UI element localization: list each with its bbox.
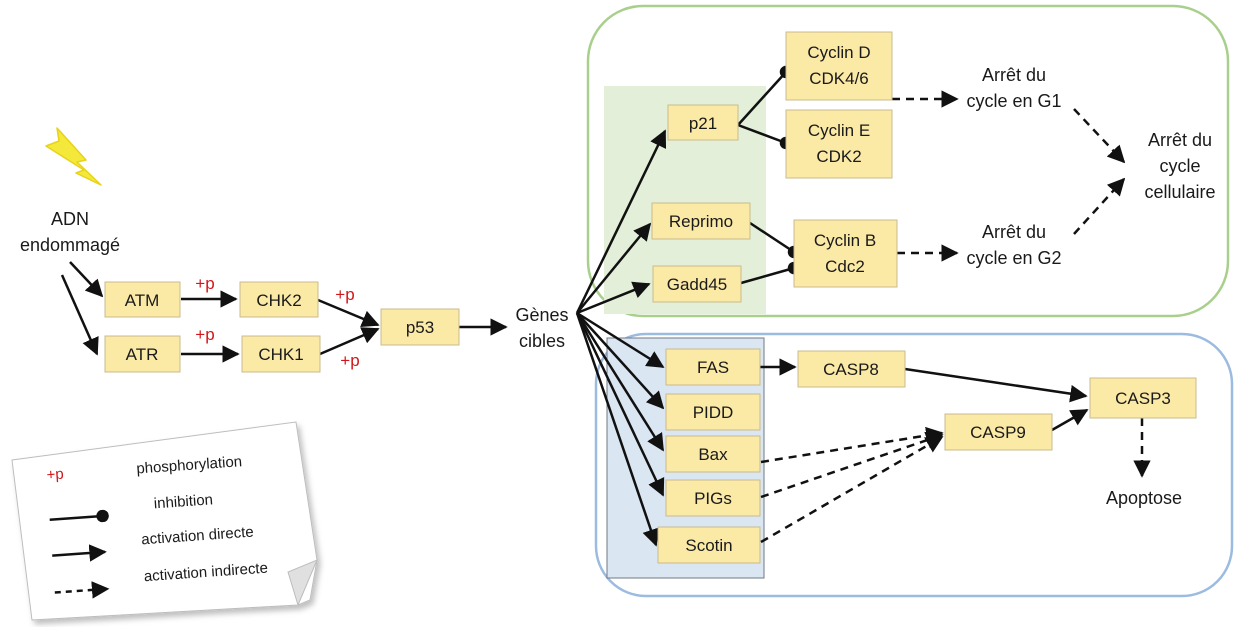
label-cyclin-b-1: Cyclin B [814,231,876,250]
legend-paper [11,421,318,621]
genes-label-1: Gènes [515,305,568,325]
label-gadd45: Gadd45 [667,275,728,294]
label-cyclin-e-1: Cyclin E [808,121,870,140]
edge-genes-fas [576,311,665,369]
edge-g2-arrest [1073,177,1126,235]
edge-g1-arrest [1073,108,1126,164]
edge-casp9-casp3 [1051,408,1089,432]
edge-genes-bax [575,312,665,452]
edge-genes-pigs [575,312,665,497]
node-cyclin-b [793,219,898,288]
phos-chk2-p53: +p [335,285,354,304]
arret-g2-label-1: Arrêt du [982,222,1046,242]
phospho-marks: +p +p +p +p [195,274,359,370]
arret-g2-label-2: cycle en G2 [966,248,1061,268]
node-reprimo [651,202,751,240]
free-labels: ADN endommagé Gènes cibles Arrêt du cycl… [20,65,1216,508]
label-pidd: PIDD [693,403,734,422]
label-cyclin-d-2: CDK4/6 [809,69,869,88]
edge-genes-pidd [576,312,665,410]
label-cyclin-d-1: Cyclin D [807,43,870,62]
arret-cycle-label-1: Arrêt du [1148,130,1212,150]
inhibit-p21-cycline [737,123,793,150]
node-gadd45 [652,265,742,303]
edge-chk1-p53 [319,327,380,356]
label-reprimo: Reprimo [669,212,733,231]
legend-direct-line [52,544,107,562]
inhibit-p21-cyclind [737,65,793,126]
node-p53 [380,308,460,346]
node-casp9 [944,413,1053,451]
node-casp8 [797,350,906,388]
legend-indirect-line [54,581,110,599]
label-bax: Bax [698,445,728,464]
label-fas: FAS [697,358,729,377]
inhibit-gadd45-cyclinb [740,261,801,285]
node-casp3 [1089,377,1197,419]
node-fas [665,348,761,386]
apoptosis-region [594,332,1234,598]
edge-chk2-p53 [317,298,380,328]
node-cyclin-d [785,31,893,101]
label-p21: p21 [689,114,717,133]
label-atm: ATM [125,291,160,310]
node-atr [104,335,181,373]
edge-casp8-casp3 [904,367,1088,403]
edge-scotin-casp9 [760,435,944,544]
adn-label-2: endommagé [20,235,120,255]
label-casp3: CASP3 [1115,389,1171,408]
apoptose-label: Apoptose [1106,488,1182,508]
edge-pigs-casp9 [760,431,944,499]
node-cyclin-e [785,109,893,179]
arret-g1-label-1: Arrêt du [982,65,1046,85]
node-atm [104,281,181,318]
legend: +p phosphorylation inhibition activation… [11,421,318,621]
edge-genes-p21 [575,129,667,314]
nodes [104,31,1197,564]
edge-bax-casp9 [760,426,944,464]
legend-inhibition-line [49,509,109,523]
node-chk1 [241,335,321,373]
node-chk2 [239,281,319,318]
node-bax [665,435,761,473]
label-chk1: CHK1 [258,345,303,364]
legend-phos-symbol: +p [46,466,64,484]
connectors [60,65,1151,547]
node-labels: ATM ATR CHK2 CHK1 p53 p21 Reprimo Gadd45… [125,43,1171,555]
label-casp9: CASP9 [970,423,1026,442]
legend-page-curl [287,559,318,607]
edge-genes-scotin [575,312,660,547]
label-casp8: CASP8 [823,360,879,379]
arret-cycle-label-2: cycle [1159,156,1200,176]
phos-atr-chk1: +p [195,325,214,344]
legend-inhibition: inhibition [153,491,213,512]
label-scotin: Scotin [685,536,732,555]
inhibit-reprimo-cyclinb [749,221,801,259]
phos-chk1-p53: +p [340,351,359,370]
node-pidd [665,393,761,431]
label-cyclin-b-2: Cdc2 [825,257,865,276]
node-pigs [665,479,761,517]
phos-atm-chk2: +p [195,274,214,293]
label-atr: ATR [126,345,159,364]
lightning-bolt-icon [45,127,102,186]
node-p21 [667,104,739,141]
label-p53: p53 [406,318,434,337]
edge-adn-atm [69,261,104,298]
edge-adn-atr [60,274,99,356]
arret-cycle-label-3: cellulaire [1144,182,1215,202]
edge-genes-gadd45 [576,281,651,315]
cell-cycle-region [586,4,1230,318]
node-scotin [657,526,761,564]
label-cyclin-e-2: CDK2 [816,147,861,166]
label-pigs: PIGs [694,489,732,508]
edge-genes-reprimo [576,222,652,314]
genes-label-2: cibles [519,331,565,351]
adn-label-1: ADN [51,209,89,229]
label-chk2: CHK2 [256,291,301,310]
arret-g1-label-2: cycle en G1 [966,91,1061,111]
